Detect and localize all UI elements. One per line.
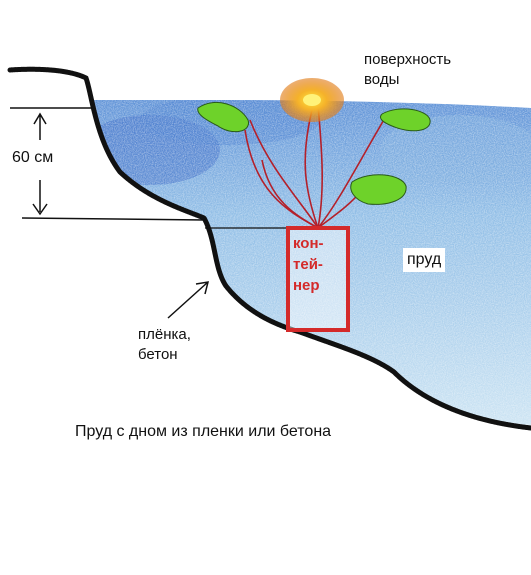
liner-pointer-arrow: [167, 281, 210, 319]
container-label-line2: тей-: [293, 256, 323, 273]
container-label-line3: нер: [293, 277, 320, 294]
container-label: кон- тей- нер: [293, 233, 324, 296]
water-surface-label: поверхность воды: [364, 50, 451, 90]
depth-arrow-up: [33, 112, 47, 140]
pond-label: пруд: [403, 248, 446, 272]
bottom-level-line: [21, 217, 206, 221]
depth-label: 60 см: [12, 149, 54, 166]
depth-arrow-down: [32, 180, 48, 216]
lily-pad-left: [197, 101, 249, 133]
plant-container: кон- тей- нер: [286, 226, 350, 332]
lily-pad-right: [379, 108, 431, 132]
water-surface-label-line2: воды: [364, 71, 400, 88]
pond-liner-line: [7, 66, 531, 431]
water-surface-label-line1: поверхность: [364, 51, 452, 68]
liner-label: плёнка, бетон: [138, 325, 191, 365]
lily-pad-submerged: [350, 174, 407, 205]
liner-label-line2: бетон: [138, 346, 178, 363]
container-label-line1: кон-: [293, 235, 324, 252]
diagram-caption: Пруд с дном из пленки или бетона: [75, 423, 332, 440]
liner-label-line1: плёнка,: [138, 326, 191, 343]
plant-stems: [244, 104, 386, 229]
